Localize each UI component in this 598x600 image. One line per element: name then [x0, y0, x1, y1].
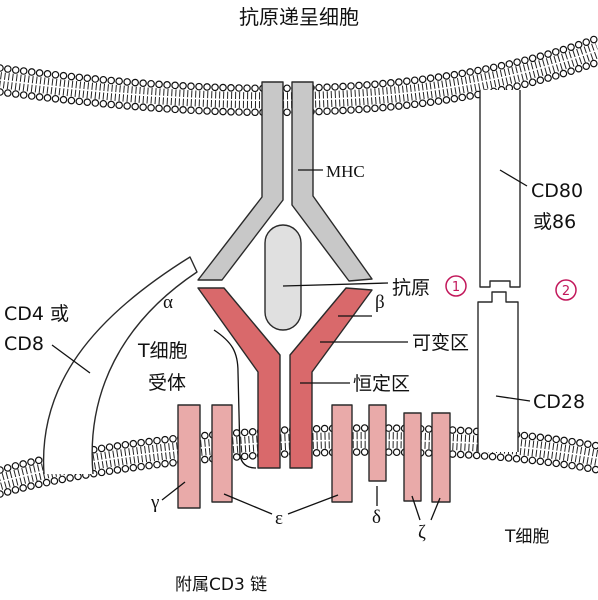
t-cell-receptor	[197, 287, 373, 469]
marker-2: 2	[555, 279, 577, 301]
marker-1-circle	[445, 275, 467, 297]
cd80-86-molecule	[479, 90, 521, 288]
t-cell-membrane-inner-heads	[0, 449, 598, 497]
zeta-leader-left	[411, 495, 421, 521]
constant-region-label: 恒定区	[353, 373, 410, 395]
zeta-label: ζ	[418, 522, 426, 543]
cd3-delta-chain	[368, 404, 387, 482]
alpha-label: α	[163, 292, 173, 313]
variable-region-label: 可变区	[412, 332, 469, 354]
tcr-beta-chain	[289, 287, 373, 469]
marker-1-text: 1	[452, 280, 460, 295]
marker-1: 1	[445, 275, 467, 297]
cd80-leader	[499, 169, 528, 187]
cd28-label: CD28	[533, 391, 585, 413]
mhc-molecule	[197, 81, 373, 282]
antigen-label: 抗原	[392, 277, 430, 299]
tcr-alpha-chain	[197, 287, 281, 469]
marker-2-circle	[555, 279, 577, 301]
apc-membrane-inner-heads	[0, 59, 598, 115]
t-cell-label: T细胞	[504, 527, 549, 547]
cd4-label-line2: CD8	[4, 333, 44, 355]
cd3-epsilon-chain-right	[331, 404, 353, 503]
mhc-label: MHC	[326, 162, 365, 181]
cd28-molecule	[477, 291, 519, 452]
antigen-leader	[282, 282, 389, 287]
antigen-peptide	[264, 224, 302, 331]
cd3-gamma-chain	[177, 404, 201, 509]
cd3-label: 附属CD3 链	[175, 575, 267, 595]
mhc-right-chain	[291, 81, 373, 282]
cd4-leader	[51, 344, 91, 374]
epsilon-label: ε	[275, 508, 283, 529]
gamma-label: γ	[150, 492, 159, 513]
leader-lines	[51, 169, 531, 521]
apc-membrane-outer-heads	[0, 35, 598, 91]
cd3-zeta-chain-right	[431, 412, 451, 503]
cd4-cd8-molecule	[42, 256, 198, 475]
cd28-leader	[495, 395, 531, 402]
diagram-title: 抗原递呈细胞	[239, 5, 359, 29]
tcr-label-line2: 受体	[148, 372, 186, 394]
tcr-bracket-line	[213, 329, 257, 469]
apc-membrane	[0, 34, 598, 117]
apc-membrane-midline	[0, 49, 598, 102]
marker-2-text: 2	[562, 284, 570, 299]
cd4-label-line1: CD4 或	[4, 303, 69, 325]
epsilon-leader-right	[287, 494, 339, 515]
beta-label: β	[375, 292, 385, 313]
cd3-zeta-chain-left	[403, 412, 422, 502]
cd80-label-line2: 或86	[533, 211, 576, 233]
cd3-chains	[177, 404, 451, 509]
cd80-label-line1: CD80	[531, 180, 583, 202]
gamma-leader	[161, 481, 186, 501]
delta-label: δ	[372, 507, 381, 528]
mhc-left-chain	[197, 81, 284, 281]
zeta-leader-right	[430, 497, 441, 521]
epsilon-leader-left	[223, 493, 273, 515]
cd3-epsilon-chain-left	[211, 404, 233, 503]
tcr-label-line1: T细胞	[137, 340, 188, 362]
